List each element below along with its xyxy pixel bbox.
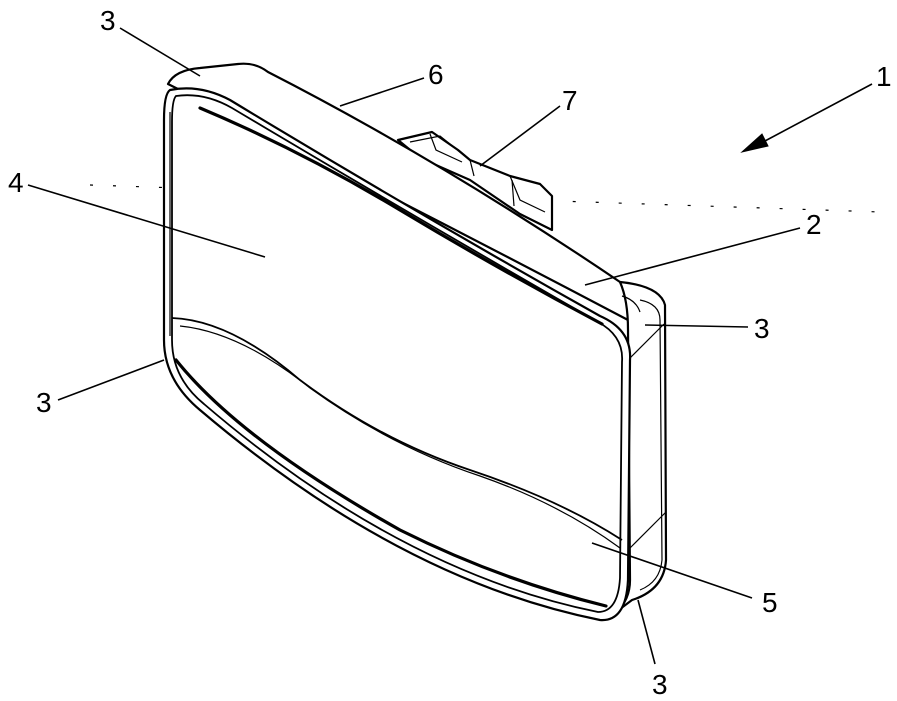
label-top-edge: 6 [428, 59, 444, 90]
leader-6 [339, 77, 425, 107]
front-face [162, 87, 632, 622]
leader-5 [591, 542, 753, 599]
label-front-face: 4 [8, 167, 24, 198]
leader-2 [584, 227, 801, 286]
leader-1-arrow [740, 133, 769, 153]
label-corner-bottom-right: 3 [652, 669, 668, 700]
label-clip: 7 [562, 85, 578, 116]
leader-3-right [644, 324, 749, 328]
leader-3-bottom-right [637, 599, 656, 665]
leader-3-top-left [119, 27, 201, 77]
rear-clip [396, 130, 554, 232]
label-housing: 2 [806, 209, 822, 240]
leader-7 [479, 105, 561, 167]
label-lower-face: 5 [762, 587, 778, 618]
leader-4 [27, 184, 266, 258]
label-assembly: 1 [876, 61, 892, 92]
leader-3-bottom-left [57, 359, 165, 401]
label-corner-right: 3 [754, 313, 770, 344]
label-corner-bottom-left: 3 [36, 387, 52, 418]
leader-1 [747, 83, 873, 151]
label-corner-top-left: 3 [100, 5, 116, 36]
